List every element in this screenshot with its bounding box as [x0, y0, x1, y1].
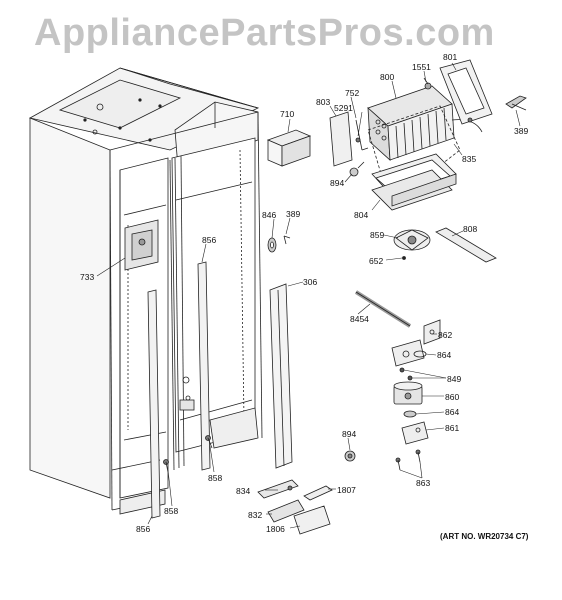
part-894-screw-top	[349, 161, 365, 177]
watermark: AppliancePartsPros.com	[34, 12, 495, 54]
callout-862: 862	[438, 330, 452, 340]
callout-801: 801	[443, 52, 457, 62]
callout-752: 752	[345, 88, 359, 98]
part-389-clip-top	[505, 95, 527, 111]
leader-lines	[96, 62, 521, 529]
part-306-breaker	[269, 283, 293, 469]
callout-861: 861	[445, 423, 459, 433]
callout-652: 652	[369, 256, 383, 266]
part-856-trim-left	[147, 289, 161, 519]
callout-733: 733	[80, 272, 94, 282]
part-832-bracket	[267, 499, 305, 523]
cabinet	[28, 67, 263, 515]
callout-800: 800	[380, 72, 394, 82]
callout-894-lower: 894	[342, 429, 356, 439]
part-864-upper	[391, 339, 427, 367]
part-389-clip-mid	[283, 235, 291, 245]
callout-389-top: 389	[514, 126, 528, 136]
part-8454-rod	[354, 290, 412, 328]
part-1806-cover	[293, 505, 331, 535]
callout-832: 832	[248, 510, 262, 520]
callout-849: 849	[447, 374, 461, 384]
part-752-bracket	[355, 119, 369, 151]
callout-1807: 1807	[337, 485, 356, 495]
part-803-cover	[329, 111, 353, 167]
callout-856-upper: 856	[202, 235, 216, 245]
part-846-grommet	[267, 237, 277, 253]
callout-834: 834	[236, 486, 250, 496]
callout-858-left: 858	[164, 506, 178, 516]
part-863-screws	[395, 449, 421, 471]
part-864-lower	[403, 410, 417, 418]
part-849-washers	[399, 367, 413, 381]
part-804-drain-pan	[367, 105, 461, 211]
art-number: (ART NO. WR20734 C7)	[440, 532, 529, 541]
callout-859: 859	[370, 230, 384, 240]
callout-labels: 710 803 752 5291 800 1551 801 389 835 89…	[80, 52, 528, 534]
callout-306: 306	[303, 277, 317, 287]
part-894-screw-lower	[344, 450, 356, 462]
part-800-evaporator	[367, 85, 483, 161]
part-1551-clip	[423, 77, 432, 90]
callout-894-top: 894	[330, 178, 344, 188]
part-834-bracket	[257, 479, 299, 499]
callout-864-upper: 864	[437, 350, 451, 360]
callout-803: 803	[316, 97, 330, 107]
callout-864-lower: 864	[445, 407, 459, 417]
part-860-motor	[393, 381, 423, 405]
callout-710: 710	[280, 109, 294, 119]
callout-804: 804	[354, 210, 368, 220]
callout-863: 863	[416, 478, 430, 488]
part-801-cover	[439, 59, 493, 125]
callout-8454: 8454	[350, 314, 369, 324]
callout-1551: 1551	[412, 62, 431, 72]
part-862-bracket	[423, 319, 441, 345]
part-710-housing	[266, 129, 312, 167]
callout-846: 846	[262, 210, 276, 220]
part-1807-strip	[303, 485, 333, 501]
part-859-fan	[393, 229, 431, 260]
callout-808: 808	[463, 224, 477, 234]
part-808-strip	[435, 227, 497, 263]
part-856-trim-right	[197, 261, 211, 471]
part-858-screws	[163, 435, 213, 473]
callout-1806: 1806	[266, 524, 285, 534]
callout-858-right: 858	[208, 473, 222, 483]
callout-835: 835	[462, 154, 476, 164]
callout-5291: 5291	[334, 103, 353, 113]
callout-860: 860	[445, 392, 459, 402]
callout-856-lower: 856	[136, 524, 150, 534]
part-861-bracket	[401, 421, 429, 445]
callout-389-mid: 389	[286, 209, 300, 219]
